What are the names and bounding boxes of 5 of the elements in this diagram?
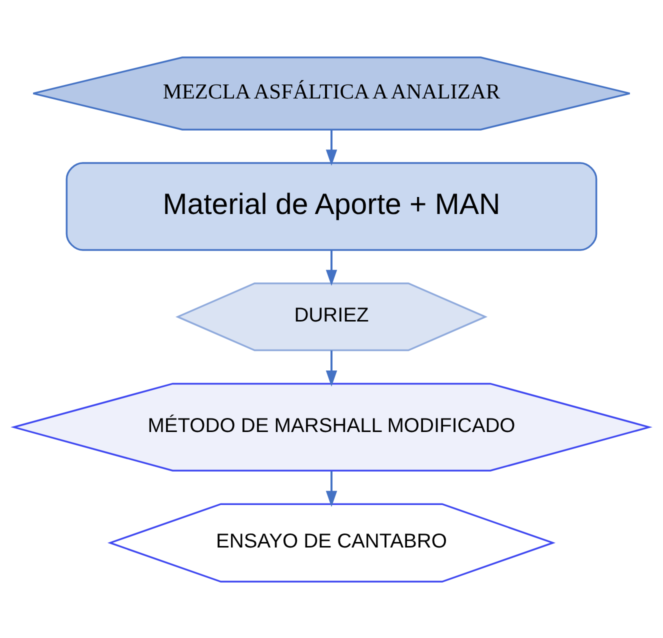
arrow xyxy=(326,470,338,506)
node-box: Material de Aporte + MAN xyxy=(66,162,598,250)
arrow xyxy=(326,250,338,286)
arrow xyxy=(326,350,338,386)
arrow xyxy=(326,129,338,166)
